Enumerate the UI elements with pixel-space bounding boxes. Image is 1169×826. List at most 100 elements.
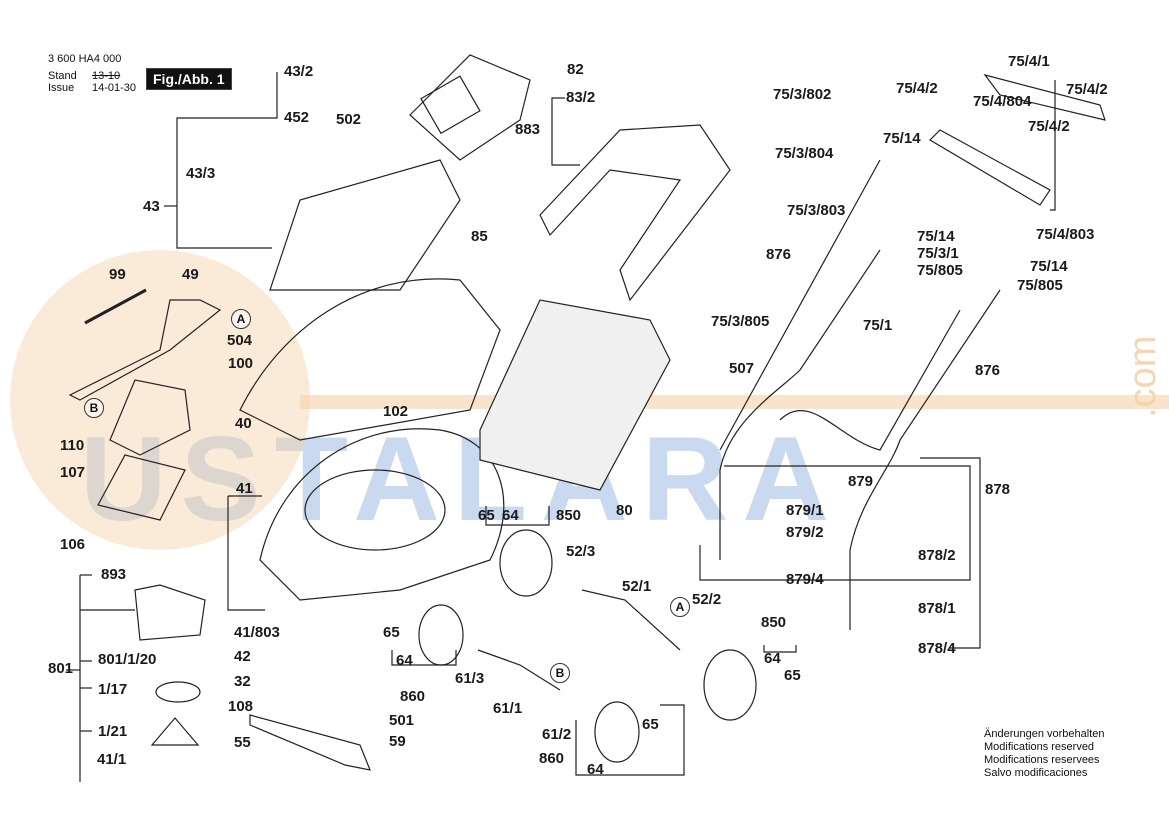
part-label: 860 bbox=[400, 688, 426, 705]
part-label: 801 bbox=[48, 660, 74, 677]
part-label: 1/21 bbox=[98, 723, 128, 740]
part-label: 52/3 bbox=[566, 543, 596, 560]
part-label: 75/3/802 bbox=[773, 86, 832, 103]
part-label: 107 bbox=[60, 464, 86, 481]
part-label: 75/805 bbox=[917, 262, 963, 279]
part-label: 893 bbox=[101, 566, 127, 583]
part-label: 43/2 bbox=[284, 63, 314, 80]
grass-box-shape bbox=[479, 299, 671, 491]
part-label: 75/14 bbox=[1030, 258, 1068, 275]
part-label: 110 bbox=[60, 437, 85, 454]
part-label: 43/3 bbox=[186, 165, 216, 182]
part-label: 42 bbox=[234, 648, 251, 665]
part-label: 850 bbox=[556, 507, 582, 524]
part-label: 879/1 bbox=[786, 502, 824, 519]
part-label: 52/1 bbox=[622, 578, 652, 595]
part-label: 452 bbox=[284, 109, 310, 126]
part-label: 879 bbox=[848, 473, 874, 490]
spring-shape bbox=[84, 288, 147, 325]
part-label: 75/1 bbox=[863, 317, 893, 334]
note-line: Änderungen vorbehalten bbox=[984, 728, 1105, 740]
part-label: 61/2 bbox=[542, 726, 572, 743]
note-line: Modifications reserved bbox=[984, 741, 1095, 753]
deck-shape bbox=[259, 428, 505, 601]
cable-line bbox=[719, 159, 881, 451]
part-label: 100 bbox=[228, 355, 254, 372]
part-label: 75/14 bbox=[917, 228, 955, 245]
lower-handle-right bbox=[849, 289, 1001, 630]
wheel-front-right bbox=[594, 701, 640, 763]
part-label: 65 bbox=[383, 624, 400, 641]
part-label: 61/3 bbox=[455, 670, 485, 687]
part-label: 106 bbox=[60, 536, 86, 553]
issue-label: Issue bbox=[48, 82, 75, 94]
part-label: 75/4/2 bbox=[1066, 81, 1108, 98]
part-label: 876 bbox=[766, 246, 792, 263]
part-label: 41/1 bbox=[97, 751, 127, 768]
upper-handle-bar bbox=[779, 309, 961, 451]
lever-shape bbox=[68, 299, 222, 401]
note-line: Salvo modificaciones bbox=[984, 767, 1088, 779]
blade-shape bbox=[249, 714, 371, 771]
part-label: 59 bbox=[389, 733, 406, 750]
part-label: 878/2 bbox=[918, 547, 956, 564]
wheel-front-left bbox=[418, 604, 464, 666]
part-label: 850 bbox=[761, 614, 787, 631]
part-label: 82 bbox=[567, 61, 584, 78]
part-label: 65 bbox=[478, 507, 495, 524]
part-label: 49 bbox=[182, 266, 199, 283]
issue-value: 14-01-30 bbox=[92, 82, 137, 94]
axle-rear bbox=[581, 589, 681, 651]
part-label: 860 bbox=[539, 750, 565, 767]
part-label: 75/4/2 bbox=[1028, 118, 1070, 135]
part-label: 879/2 bbox=[786, 524, 824, 541]
part-label: 878 bbox=[985, 481, 1011, 498]
flap-shape bbox=[109, 379, 191, 456]
part-label: 102 bbox=[383, 403, 409, 420]
part-label: 40 bbox=[235, 415, 252, 432]
callout-a-right: A bbox=[670, 597, 690, 617]
part-label: 43 bbox=[143, 198, 160, 215]
part-label: 502 bbox=[336, 111, 362, 128]
part-label: 99 bbox=[109, 266, 126, 283]
part-label: 878/4 bbox=[918, 640, 956, 657]
watermark: USTALARA bbox=[80, 412, 844, 546]
part-label: 879/4 bbox=[786, 571, 824, 588]
lid-shape bbox=[409, 54, 531, 161]
part-label: 32 bbox=[234, 673, 251, 690]
part-label: 75/4/804 bbox=[973, 93, 1032, 110]
part-label: 108 bbox=[228, 698, 254, 715]
part-label: 64 bbox=[396, 652, 413, 669]
part-label: 75/3/803 bbox=[787, 202, 846, 219]
part-label: 61/1 bbox=[493, 700, 523, 717]
figure-label: Fig./Abb. 1 bbox=[146, 68, 232, 90]
part-label: 504 bbox=[227, 332, 253, 349]
motor-shape bbox=[134, 584, 206, 641]
top-cover-shape bbox=[269, 159, 461, 291]
note-line: Modifications reservees bbox=[984, 754, 1100, 766]
part-label: 75/4/1 bbox=[1008, 53, 1050, 70]
part-label: 64 bbox=[587, 761, 604, 778]
lower-handle-left bbox=[719, 249, 881, 560]
wheel-rear-left bbox=[499, 529, 553, 597]
part-label: 83/2 bbox=[566, 89, 596, 106]
part-label: 75/4/803 bbox=[1036, 226, 1095, 243]
stand-label: Stand bbox=[48, 70, 77, 82]
part-label: 65 bbox=[642, 716, 659, 733]
part-label: 1/17 bbox=[98, 681, 128, 698]
part-label: 75/14 bbox=[883, 130, 921, 147]
callout-b-right: B bbox=[550, 663, 570, 683]
part-label: 501 bbox=[389, 712, 415, 729]
part-label: 65 bbox=[784, 667, 801, 684]
upper-handle-grip bbox=[929, 129, 1051, 206]
belt-shape bbox=[150, 717, 200, 746]
modifications-note: Änderungen vorbehalten Modifications res… bbox=[984, 728, 1104, 780]
part-label: 878/1 bbox=[918, 600, 956, 617]
part-label: 41/803 bbox=[234, 624, 280, 641]
part-label: 876 bbox=[975, 362, 1001, 379]
part-label: 883 bbox=[515, 121, 541, 138]
part-label: 75/3/805 bbox=[711, 313, 770, 330]
axle-front bbox=[477, 649, 561, 691]
